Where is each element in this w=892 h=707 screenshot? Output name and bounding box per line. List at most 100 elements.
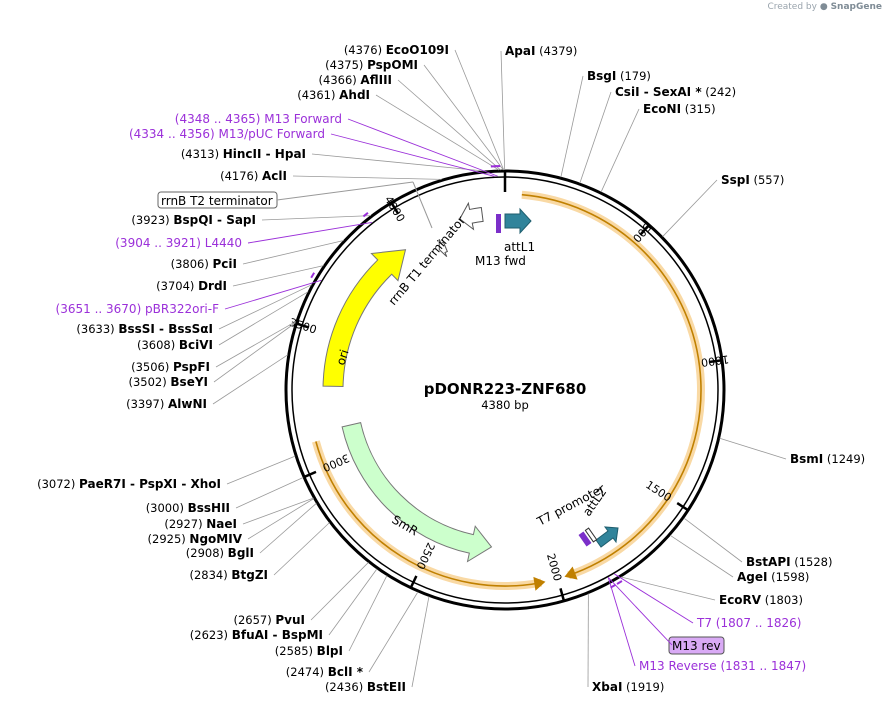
site-label-bfuai: (2623) BfuAI - BspMI <box>190 628 323 642</box>
backbone-outer <box>284 169 726 611</box>
tick-label-2500: 2500 <box>414 540 438 571</box>
leader-line <box>259 502 317 554</box>
site-label-bsmi: BsmI (1249) <box>790 452 865 466</box>
leader-line <box>328 568 378 636</box>
site-label-sspi: SspI (557) <box>721 173 784 187</box>
primer-label-m13-puc-forward: (4334 .. 4356) M13/pUC Forward <box>129 127 325 141</box>
primer-leader <box>614 573 694 624</box>
site-label-ecoo109i: (4376) EcoO109I <box>344 43 449 57</box>
site-labels: (4376) EcoO109I(4375) PspOMI(4366) AflII… <box>37 43 865 694</box>
leader-line <box>375 94 500 171</box>
orf-highlight-right <box>521 190 705 580</box>
leader-line <box>310 562 369 621</box>
leader-line <box>411 596 430 688</box>
primer-site-mark <box>310 272 315 279</box>
site-label-bsssi: (3633) BssSI - BssSαI <box>76 322 213 336</box>
attl1-label: attL1 <box>504 240 535 254</box>
site-label-alwni: (3397) AlwNI <box>126 397 207 411</box>
leader-line <box>273 522 330 576</box>
tick-1000 <box>708 358 724 364</box>
leader-line <box>683 517 743 563</box>
smr-feature-arrow <box>341 422 493 563</box>
m13-rev-primer-mark <box>578 531 592 547</box>
leader-line <box>242 240 344 265</box>
m13-rev-box-leader <box>607 577 673 646</box>
primer-site-mark <box>616 580 623 585</box>
tick-2000 <box>559 588 566 603</box>
site-label-bcli-: (2474) BclI * <box>286 665 364 679</box>
tick-3000 <box>302 470 317 479</box>
rrnb-t2-leader <box>276 181 414 201</box>
leader-line <box>560 75 584 178</box>
leader-line <box>215 321 297 368</box>
site-label-pspomi: (4375) PspOMI <box>325 58 418 72</box>
site-label-btgzi: (2834) BtgZI <box>189 568 268 582</box>
site-label-ahdi: (4361) AhdI <box>297 88 370 102</box>
site-label-ecorv: EcoRV (1803) <box>719 593 803 607</box>
site-label-pspfi: (3506) PspFI <box>131 360 210 374</box>
site-label-pcii: (3806) PciI <box>171 257 237 271</box>
site-label-naei: (2927) NaeI <box>164 517 237 531</box>
rrnb-t1-terminator-arrow <box>459 201 484 231</box>
attl2-feature-arrow <box>595 526 619 548</box>
orf-highlight-left <box>312 440 546 591</box>
tick-label-4000: 4000 <box>382 194 408 225</box>
site-label-hincii: (4313) HincII - HpaI <box>181 147 306 161</box>
leader-line <box>662 179 718 237</box>
plasmid-name: pDONR223-ZNF680 <box>424 380 587 398</box>
leader-line <box>261 215 371 221</box>
leader-line <box>719 437 787 460</box>
site-label-econi: EcoNI (315) <box>643 102 716 116</box>
m13-rev-boxed-label: M13 rev <box>672 639 721 653</box>
leader-lines <box>212 49 787 688</box>
leader-line <box>218 284 313 330</box>
credit-brand: SnapGene <box>830 2 882 12</box>
primer-label-pbr322ori-f: (3651 .. 3670) pBR322ori-F <box>56 302 220 316</box>
site-label-afliii: (4366) AflIII <box>319 73 392 87</box>
site-label-ngomiv: (2925) NgoMIV <box>148 532 243 546</box>
attl1-feature-arrow <box>504 207 532 235</box>
plasmid-size: 4380 bp <box>481 398 529 412</box>
leader-line <box>600 108 640 193</box>
primer-leader <box>607 577 636 667</box>
primer-site-mark <box>362 212 369 218</box>
site-label-blpi: (2585) BlpI <box>275 644 343 658</box>
primer-label-m13-forward: (4348 .. 4365) M13 Forward <box>175 112 342 126</box>
tick-3500 <box>295 322 310 329</box>
leader-line <box>311 153 484 172</box>
tick-500 <box>639 223 651 236</box>
credit-text: Created by <box>767 2 817 12</box>
leader-line <box>232 265 324 287</box>
leader-line <box>397 79 501 171</box>
site-label-pvui: (2657) PvuI <box>233 613 305 627</box>
primer-site-mark <box>610 583 617 589</box>
ori-label: ori <box>334 348 352 367</box>
site-label-bcivi: (3608) BciVI <box>137 338 213 352</box>
leader-line <box>368 591 419 673</box>
site-label-apai: ApaI (4379) <box>505 44 577 58</box>
tick-1500 <box>676 502 690 512</box>
site-label-bgli: (2908) BglI <box>186 546 254 560</box>
primer-label-t7: T7 (1807 .. 1826) <box>696 616 801 630</box>
leader-line <box>579 91 612 184</box>
leader-line <box>235 477 304 509</box>
tick-label-1500: 1500 <box>643 478 674 504</box>
leader-line <box>454 49 505 171</box>
snapgene-logo: ● <box>819 2 828 12</box>
m13-fwd-primer-mark <box>496 214 501 233</box>
primer-label-m13-reverse: M13 Reverse (1831 .. 1847) <box>639 659 806 673</box>
primer-leader <box>347 118 498 177</box>
rrnb-t2-boxed-label: rrnB T2 terminator <box>161 194 273 208</box>
primer-leader <box>330 133 495 177</box>
site-label-bsshii: (3000) BssHII <box>146 501 230 515</box>
site-label-bspqi: (3923) BspQI - SapI <box>131 213 256 227</box>
site-label-csii: CsiI - SexAI * (242) <box>615 85 736 99</box>
site-label-bstapi: BstAPI (1528) <box>746 555 832 569</box>
site-label-acli: (4176) AclI <box>220 169 287 183</box>
primer-leader <box>224 279 322 310</box>
primer-label-l4440: (3904 .. 3921) L4440 <box>115 236 242 250</box>
tick-label-3000: 3000 <box>321 451 352 474</box>
site-label-paer7i: (3072) PaeR7I - PspXI - XhoI <box>37 477 221 491</box>
primer-leader <box>247 221 372 244</box>
